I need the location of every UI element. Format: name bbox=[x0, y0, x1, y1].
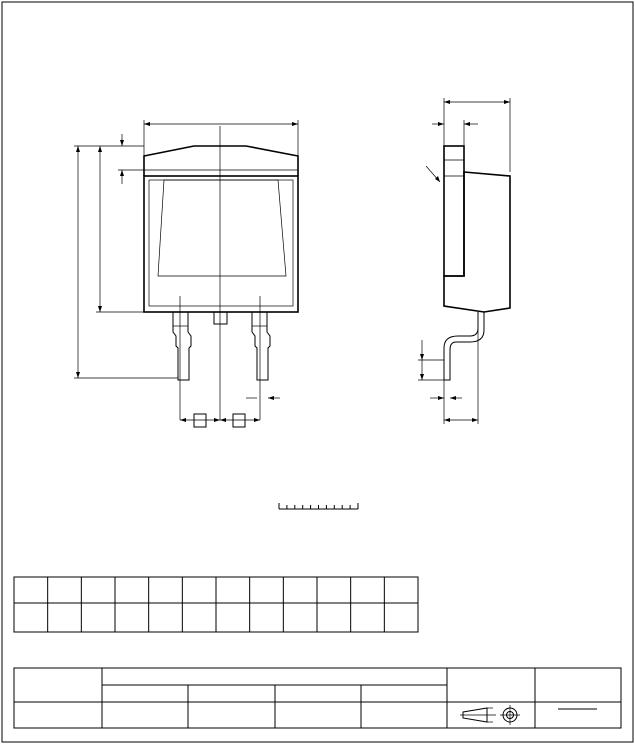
dim-pitch-label-box-2 bbox=[232, 413, 246, 428]
dim-lead-width-arrow bbox=[268, 396, 274, 400]
dim-tab-arrow-top bbox=[120, 140, 124, 146]
title-block-border bbox=[13, 667, 622, 729]
front-view bbox=[74, 120, 299, 428]
dim-pitch-arrow-right bbox=[254, 418, 260, 422]
dim-pitch-label-box-1 bbox=[193, 413, 207, 428]
side-view bbox=[418, 98, 511, 424]
front-center-stub bbox=[213, 311, 228, 325]
side-body bbox=[443, 171, 511, 313]
side-lead bbox=[443, 312, 485, 381]
front-body-outline bbox=[143, 175, 299, 313]
side-leader-arrow bbox=[435, 176, 440, 182]
dim-width-arrow-right bbox=[292, 122, 298, 126]
front-die-window bbox=[157, 179, 287, 277]
dim-tab-arrow-bottom bbox=[120, 170, 124, 176]
dim-side-arrow-left bbox=[444, 100, 450, 104]
dim-pitch-arrow-mid-left bbox=[214, 418, 220, 422]
dim-side-depth-arrow-right bbox=[472, 418, 478, 422]
front-body-inner bbox=[148, 179, 294, 307]
dim-height-total-arrow-bottom bbox=[76, 372, 80, 378]
dim-side-tab-arrow-left bbox=[438, 122, 444, 126]
dim-side-lead-arrow-right bbox=[450, 396, 456, 400]
side-tab bbox=[443, 145, 465, 277]
front-lead-left bbox=[172, 312, 192, 381]
dim-pitch-arrow-left bbox=[180, 418, 186, 422]
front-tab bbox=[143, 145, 299, 176]
dim-height-total-arrow-top bbox=[76, 146, 80, 152]
dim-side-tab-arrow-right bbox=[464, 122, 470, 126]
dimension-table bbox=[13, 576, 419, 633]
dim-side-standoff-arrow-bottom bbox=[420, 374, 424, 380]
dim-side-depth-arrow-left bbox=[444, 418, 450, 422]
dim-side-lead-arrow-left bbox=[438, 396, 444, 400]
scale-bar bbox=[278, 503, 359, 510]
dim-side-arrow-right bbox=[504, 100, 510, 104]
title-block bbox=[13, 667, 622, 729]
dim-body-height-arrow-bottom bbox=[98, 306, 102, 312]
front-lead-right bbox=[251, 312, 271, 381]
dim-body-height-arrow-top bbox=[98, 146, 102, 152]
dim-width-arrow-left bbox=[144, 122, 150, 126]
dim-pitch-arrow-mid-right bbox=[220, 418, 226, 422]
third-angle-projection-icon bbox=[460, 705, 520, 725]
dim-side-standoff-arrow-top bbox=[420, 354, 424, 360]
